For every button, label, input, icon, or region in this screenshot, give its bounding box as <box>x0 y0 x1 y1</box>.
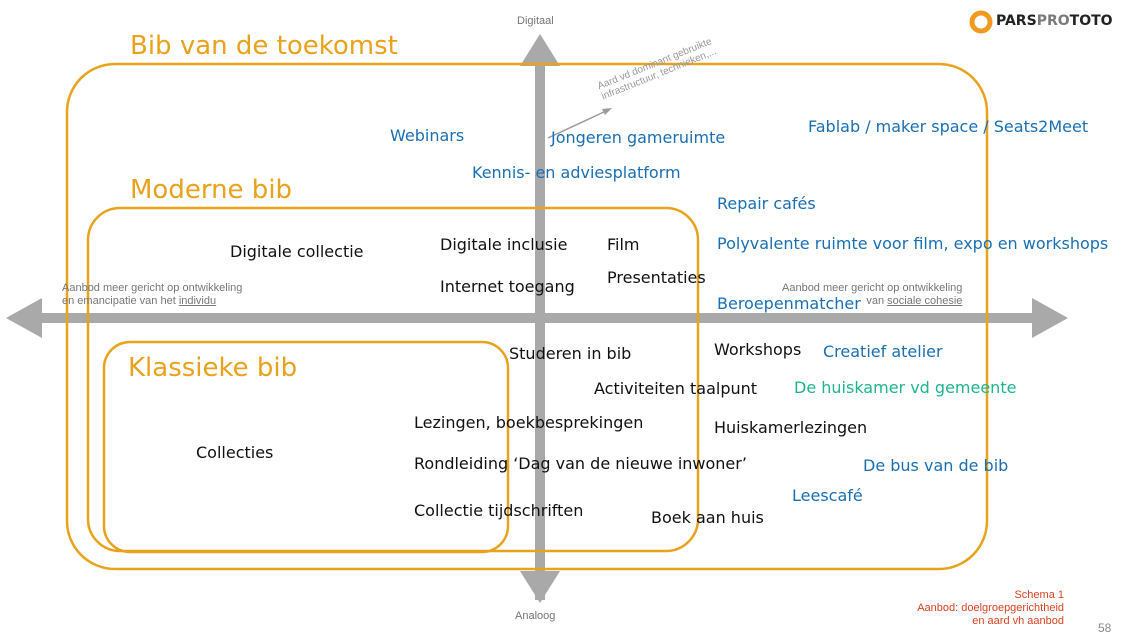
logo-part-pro: PRO <box>1036 13 1070 29</box>
schema-caption: Schema 1 Aanbod: doelgroepgerichtheid en… <box>917 589 1064 628</box>
axis-left-line2-prefix: en emancipatie van het <box>62 295 179 307</box>
zone-toekomst-outline <box>65 62 989 571</box>
item-studeren-in-bib: Studeren in bib <box>509 344 632 363</box>
item-kennisplatform: Kennis- en adviesplatform <box>472 163 681 182</box>
item-beroepenmatcher: Beroepenmatcher <box>717 294 861 313</box>
item-internet-toegang: Internet toegang <box>440 277 575 296</box>
bottom-arrowhead <box>520 571 560 603</box>
axis-label-right: Aanbod meer gericht op ontwikkeling van … <box>782 282 962 308</box>
axis-label-bottom: Analoog <box>515 610 556 622</box>
item-rondleiding: Rondleiding ‘Dag van de nieuwe inwoner’ <box>414 454 747 473</box>
axis-left-line1: Aanbod meer gericht op ontwikkeling <box>62 282 243 294</box>
axis-left-line2-underlined: individu <box>178 295 217 307</box>
item-film: Film <box>607 235 640 254</box>
item-collectie-tijdschriften: Collectie tijdschriften <box>414 501 584 520</box>
item-creatief-atelier: Creatief atelier <box>823 342 943 361</box>
item-digitale-collectie: Digitale collectie <box>230 242 364 261</box>
item-presentaties: Presentaties <box>607 268 706 287</box>
item-digitale-inclusie: Digitale inclusie <box>440 235 568 254</box>
axis-right-line1: Aanbod meer gericht op ontwikkeling <box>782 282 963 294</box>
zone-title-moderne: Moderne bib <box>130 175 293 205</box>
logo-wordmark: PARSPROTOTO <box>996 14 1113 28</box>
logo-circle-icon <box>969 10 993 34</box>
item-huiskamer-gemeente: De huiskamer vd gemeente <box>794 378 1017 397</box>
axis-right-line2-underlined: sociale cohesie <box>887 295 963 307</box>
schema-caption-line3: en aard vh aanbod <box>972 615 1064 627</box>
top-arrowhead <box>520 34 560 66</box>
item-fablab: Fablab / maker space / Seats2Meet <box>808 117 1089 136</box>
item-bus-van-de-bib: De bus van de bib <box>863 456 1009 475</box>
page-number: 58 <box>1098 621 1112 635</box>
logo-part-toto: TOTO <box>1069 13 1113 29</box>
zone-klassieke-outline <box>102 340 510 554</box>
item-collecties: Collecties <box>196 443 274 462</box>
diagonal-arrowhead <box>602 108 612 115</box>
item-activiteiten-taalpunt: Activiteiten taalpunt <box>594 379 758 398</box>
item-jongeren-gameruimte: Jongeren gameruimte <box>551 128 726 147</box>
schema-caption-line2: Aanbod: doelgroepgerichtheid <box>917 602 1064 614</box>
item-leescafe: Leescafé <box>792 486 863 505</box>
item-huiskamerlezingen: Huiskamerlezingen <box>714 418 868 437</box>
axis-label-top: Digitaal <box>517 15 554 27</box>
diagonal-arrow <box>547 110 607 139</box>
vertical-axis <box>535 60 545 600</box>
item-polyvalente-ruimte: Polyvalente ruimte voor film, expo en wo… <box>717 234 1109 253</box>
axis-right-line2-prefix: van <box>866 295 888 307</box>
zone-title-klassieke: Klassieke bib <box>128 353 298 383</box>
item-boek-aan-huis: Boek aan huis <box>651 508 764 527</box>
item-repair-cafes: Repair cafés <box>717 194 816 213</box>
axis-label-left: Aanbod meer gericht op ontwikkeling en e… <box>62 282 242 308</box>
item-lezingen: Lezingen, boekbesprekingen <box>414 413 644 432</box>
item-webinars: Webinars <box>390 126 465 145</box>
left-arrowhead <box>6 298 42 338</box>
zone-title-toekomst: Bib van de toekomst <box>130 31 398 61</box>
schema-caption-line1: Schema 1 <box>1014 589 1064 601</box>
logo-part-pars: PARS <box>996 13 1037 29</box>
item-workshops: Workshops <box>714 340 802 359</box>
right-arrowhead <box>1032 298 1068 338</box>
